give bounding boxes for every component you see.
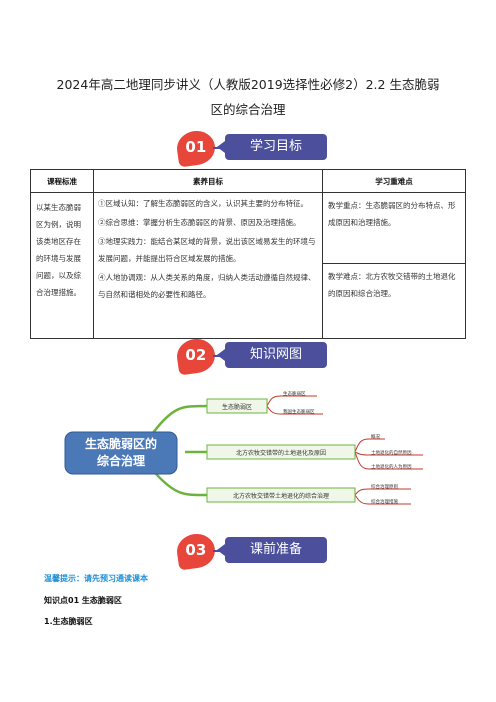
leaf-label: 土地退化的人为原因 (371, 463, 412, 470)
subsection-heading: 1.生态脆弱区 (44, 617, 93, 626)
header-standard: 课程标准 (30, 169, 94, 193)
branch-box (206, 398, 268, 414)
document-title: 2024年高二地理同步讲义（人教版2019选择性必修2）2.2 生态脆弱 区的综… (30, 72, 466, 122)
literacy-item: ③地理实践力：能结合某区域的背景，说出该区域易发生的环境与发展问题，并能提出符合… (98, 237, 316, 263)
branch-label: 北方农牧交错带土地退化的综合治理 (233, 492, 329, 500)
leaf-connector (266, 395, 282, 407)
difficult-point-cell: 教学难点：北方农牧交错带的土地退化的原因和综合治理。 (322, 263, 466, 339)
title-line-1: 2024年高二地理同步讲义（人教版2019选择性必修2）2.2 生态脆弱 (56, 77, 440, 92)
title-line-2: 区的综合治理 (210, 102, 286, 117)
leaf-connector (354, 451, 370, 470)
branch-label: 北方农牧交错带的土地退化及原因 (236, 449, 326, 457)
section-label: 学习目标 (217, 134, 327, 160)
branch-connector (148, 404, 208, 438)
section-banner-prep: 03 课前准备 (174, 531, 327, 571)
branch-box (206, 444, 356, 460)
leaf-label: 概况 (371, 433, 380, 440)
leaf-connector (354, 451, 370, 456)
leaf-label: 我国生态脆弱区 (283, 408, 315, 415)
knowledge-mindmap: 生态脆弱区的 综合治理 生态脆弱区 北方农牧交错带的土地退化及原因 北方农牧交错… (64, 390, 423, 505)
literacy-item: ④人地协调观：从人类关系的角度，归纳人类活动遵循自然规律、与自然和谐相处的必要性… (98, 273, 316, 299)
section-banner-mindmap: 02 知识网图 (174, 336, 327, 376)
leaf-connector (354, 494, 370, 505)
literacy-item: ②综合思维：掌握分析生态脆弱区的背景、原因及治理措施。 (98, 218, 301, 227)
section-label: 知识网图 (217, 342, 327, 368)
section-number-badge: 01 (174, 128, 218, 168)
leaf-label: 土地退化的自然原因 (371, 449, 412, 456)
center-line-2: 综合治理 (97, 453, 145, 468)
branch-label: 生态脆弱区 (222, 403, 252, 411)
literacy-cell: ①区域认知：了解生态脆弱区的含义，认识其主要的分布特征。 ②综合思维：掌握分析生… (93, 192, 323, 339)
key-point-cell: 教学重点：生态脆弱区的分布特点、形成原因和治理措施。 (322, 192, 466, 264)
leaf-connector (354, 488, 370, 496)
leaf-label: 生态脆弱区 (283, 390, 306, 397)
goals-table: 课程标准 素养目标 学习重难点 以某生态脆弱区为例，说明该类地区存在的环境与发展… (30, 169, 466, 339)
leaf-label: 综合治理措施 (371, 498, 398, 505)
literacy-item: ①区域认知：了解生态脆弱区的含义，认识其主要的分布特征。 (98, 199, 308, 208)
leaf-label: 综合治理原则 (371, 483, 398, 490)
mindmap-center (64, 431, 178, 475)
section-number-badge: 02 (174, 336, 218, 376)
section-label: 课前准备 (217, 537, 327, 563)
branch-box (206, 487, 356, 503)
header-difficulty: 学习重难点 (322, 169, 466, 193)
center-line-1: 生态脆弱区的 (85, 436, 157, 451)
prep-hint: 温馨提示：请先预习通读课本 (44, 574, 148, 583)
section-banner-goals: 01 学习目标 (174, 128, 327, 168)
standard-cell: 以某生态脆弱区为例，说明该类地区存在的环境与发展问题，以及综合治理措施。 (30, 192, 94, 339)
section-number-badge: 03 (174, 531, 218, 571)
header-literacy: 素养目标 (93, 169, 323, 193)
knowledge-point-heading: 知识点01 生态脆弱区 (44, 596, 122, 605)
leaf-connector (354, 438, 370, 453)
leaf-connector (266, 405, 282, 415)
